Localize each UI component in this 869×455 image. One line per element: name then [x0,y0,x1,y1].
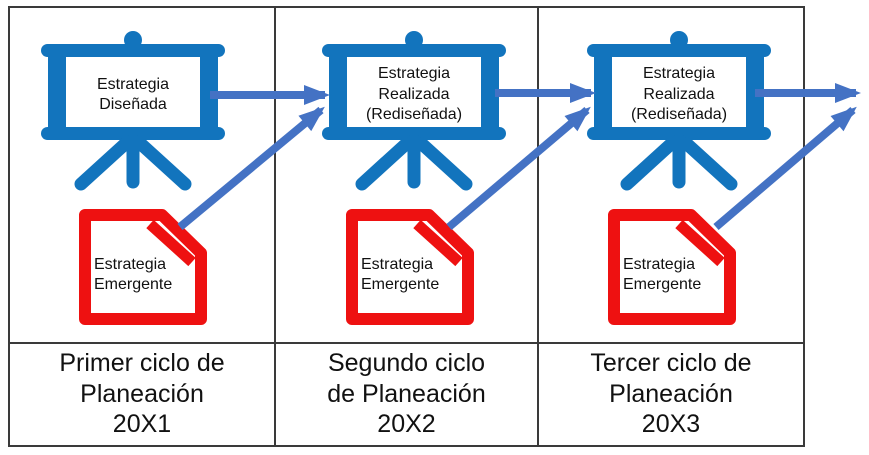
board-label-line: (Rediseñada) [365,106,463,124]
footer-cell-1: Primer ciclo de Planeación 20X1 [10,344,274,444]
footer-line: 20X3 [641,410,701,439]
board-label-line: Realizada [643,85,715,103]
document-icon [346,209,474,325]
board-label-line: (Rediseñada) [630,106,728,124]
footer-line: 20X1 [112,410,172,439]
footer-line: de Planeación [327,379,486,408]
board-label-line: Estrategia [642,65,716,83]
document-label-line: Emergente [94,276,173,293]
document-icon [79,209,207,325]
board-label-line: Estrategia [377,65,451,83]
document-fold-crease [675,219,725,267]
footer-separator-line [8,342,805,344]
board-label: Estrategia Diseñada [66,61,200,129]
board-legs [355,133,473,191]
board-label: Estrategia Realizada (Rediseñada) [347,61,481,129]
document-icon [608,209,736,325]
board-label-line: Realizada [378,85,450,103]
footer-line: Primer ciclo de [59,349,225,378]
document-label: Estrategia Emergente [623,243,725,307]
footer-cell-3: Tercer ciclo de Planeación 20X3 [539,344,803,444]
footer-cell-2: Segundo ciclo de Planeación 20X2 [276,344,537,444]
board-label-line: Diseñada [99,96,167,113]
board-legs [620,133,738,191]
document-label: Estrategia Emergente [361,243,463,307]
board-label-line: Estrategia [96,75,170,93]
footer-line: Tercer ciclo de [590,349,752,378]
footer-line: 20X2 [377,410,436,439]
document-fold-crease [146,219,196,267]
document-label-line: Estrategia [94,256,167,273]
document-label: Estrategia Emergente [94,243,196,307]
board-legs [74,133,192,191]
document-fold-crease [413,219,463,267]
document-label-line: Emergente [361,276,440,293]
document-label-line: Estrategia [361,256,434,273]
footer-line: Planeación [80,379,204,408]
board-label: Estrategia Realizada (Rediseñada) [612,61,746,129]
footer-line: Planeación [609,379,733,408]
document-label-line: Estrategia [623,256,696,273]
footer-line: Segundo ciclo [327,349,486,378]
document-label-line: Emergente [623,276,702,293]
